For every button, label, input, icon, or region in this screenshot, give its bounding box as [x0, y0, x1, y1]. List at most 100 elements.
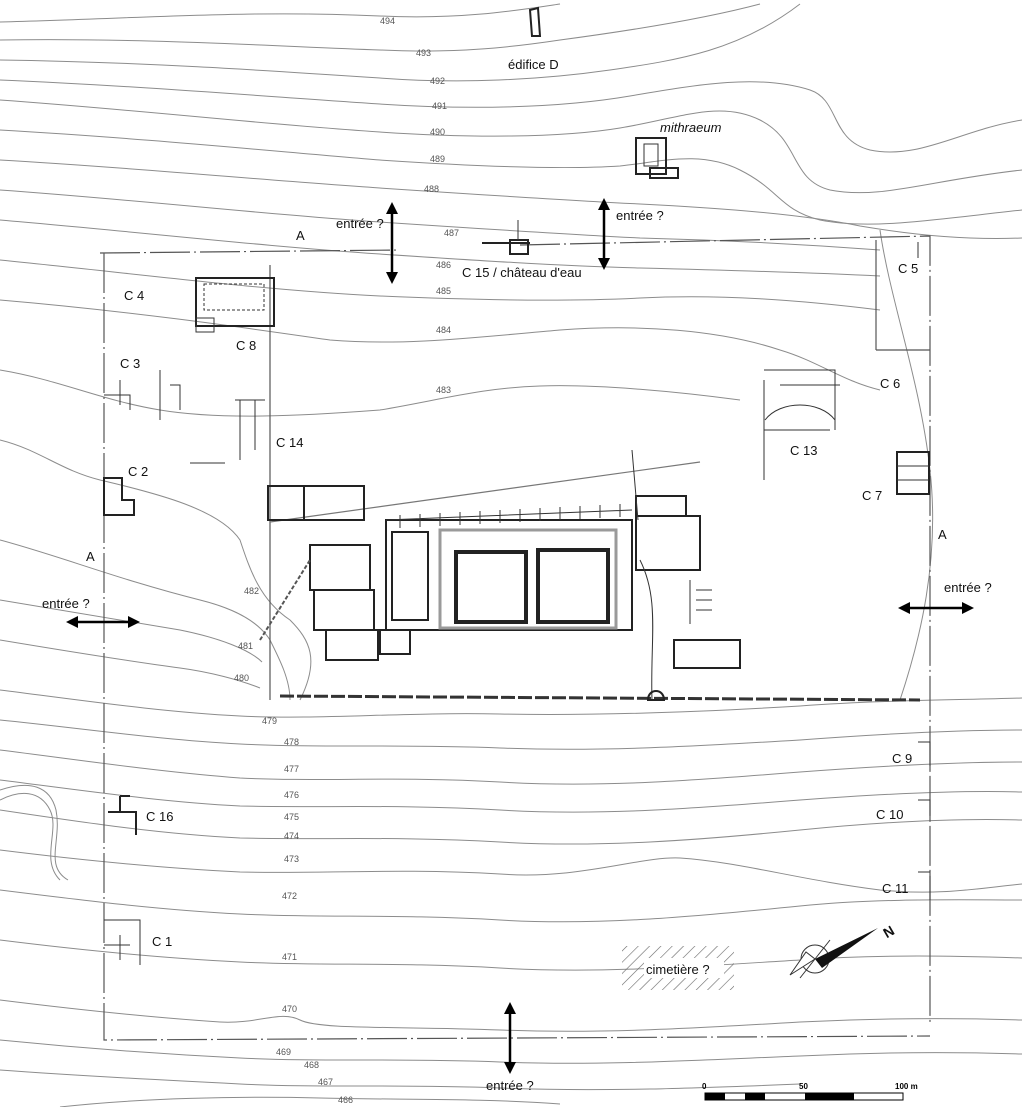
- elevation-label: 470: [282, 1004, 297, 1014]
- contour-line: [0, 809, 1022, 845]
- elevation-label: 478: [284, 737, 299, 747]
- elevation-label: 494: [380, 16, 395, 26]
- entrance-arrows: [66, 198, 974, 1074]
- contour-line: [0, 749, 1022, 785]
- contour-line: [0, 889, 1022, 923]
- elevation-label: 486: [436, 260, 451, 270]
- scale-bar-segment: [805, 1093, 854, 1100]
- building-c4: [195, 277, 275, 333]
- scale-bar: 0 50 100 m: [702, 1082, 918, 1101]
- scale-tick-50: 50: [799, 1082, 808, 1091]
- building-inner-room: [643, 143, 659, 167]
- arrowhead: [128, 616, 140, 628]
- contour-line: [0, 779, 1022, 813]
- elevation-label: 472: [282, 891, 297, 901]
- contour-line: [0, 369, 741, 417]
- north-letter: N: [880, 922, 897, 941]
- structure-edifice-d: [528, 6, 542, 37]
- north-arrow-needle: [815, 928, 878, 968]
- elevation-label: 477: [284, 764, 299, 774]
- villa-north-wall: [269, 461, 701, 523]
- enclosure-line: [99, 235, 931, 1041]
- elevation-label: 487: [444, 228, 459, 238]
- contour-line: [0, 439, 312, 701]
- building-inner-room: [203, 283, 265, 311]
- contour-line: [0, 539, 291, 701]
- outlying-structures: [103, 6, 931, 965]
- label-c13: C 13: [790, 443, 817, 458]
- contour-line: [0, 784, 69, 881]
- cemetery-label-bg: [644, 958, 724, 978]
- elevation-label: 469: [276, 1047, 291, 1057]
- elevation-label: 485: [436, 286, 451, 296]
- villa-room-row: [385, 504, 633, 528]
- label-c1: C 1: [152, 934, 172, 949]
- villa-room: [313, 589, 375, 631]
- label-cemetery: cimetière ?: [646, 962, 710, 977]
- contour-lines: [0, 3, 1022, 1107]
- elevation-label: 475: [284, 812, 299, 822]
- structure-mithraeum: [635, 137, 679, 179]
- label-section-a-west: A: [86, 549, 95, 564]
- elevation-label: 467: [318, 1077, 333, 1087]
- label-entrance-south: entrée ?: [486, 1078, 534, 1093]
- villa-room: [379, 629, 411, 655]
- elevation-label: 489: [430, 154, 445, 164]
- label-entrance-north-right: entrée ?: [616, 208, 664, 223]
- contour-line: [0, 849, 1022, 893]
- label-c8: C 8: [236, 338, 256, 353]
- structure-c3: [104, 370, 181, 420]
- elevation-label: 474: [284, 831, 299, 841]
- map-labels: édifice D mithraeum C 15 / château d'eau…: [42, 57, 992, 1093]
- structure-c16: [108, 795, 137, 835]
- villa-apse: [646, 690, 666, 701]
- label-mithraeum: mithraeum: [660, 120, 722, 135]
- villa-court: [454, 550, 528, 624]
- arrowhead: [504, 1062, 516, 1074]
- structure-c13: [764, 404, 836, 431]
- elevation-label: 483: [436, 385, 451, 395]
- building-outline: [195, 317, 215, 333]
- contour-line: [0, 299, 881, 391]
- elevation-label: 482: [244, 586, 259, 596]
- label-entrance-west: entrée ?: [42, 596, 90, 611]
- label-entrance-east: entrée ?: [944, 580, 992, 595]
- elevation-label: 476: [284, 790, 299, 800]
- label-entrance-north-left: entrée ?: [336, 216, 384, 231]
- label-section-a-north: A: [296, 228, 305, 243]
- building-outline: [509, 239, 529, 255]
- structure-c9: [918, 741, 931, 770]
- contour-line: [0, 639, 261, 689]
- elevation-label: 466: [338, 1095, 353, 1105]
- villa-room: [689, 580, 712, 624]
- arrowhead: [66, 616, 78, 628]
- villa-room: [438, 528, 618, 630]
- contour-line: [0, 1039, 1022, 1064]
- contour-line: [0, 939, 1022, 971]
- scale-bar-segment: [745, 1093, 765, 1100]
- elevation-label: 481: [238, 641, 253, 651]
- structure-c10: [918, 799, 931, 820]
- villa-room: [267, 485, 305, 521]
- label-c16: C 16: [146, 809, 173, 824]
- label-c4: C 4: [124, 288, 144, 303]
- contour-line: [0, 3, 801, 82]
- contour-line: [0, 159, 1022, 239]
- contour-line: [0, 792, 61, 881]
- label-c2: C 2: [128, 464, 148, 479]
- villa-room: [635, 495, 687, 517]
- contour-line: [0, 599, 263, 663]
- structure-c7: [896, 451, 930, 495]
- contour-line: [879, 229, 934, 701]
- building-outline: [896, 451, 930, 495]
- contour-line: [0, 1069, 801, 1091]
- contour-line: [0, 719, 1022, 750]
- arrowhead: [386, 202, 398, 214]
- label-c10: C 10: [876, 807, 903, 822]
- scale-bar-segment: [705, 1093, 725, 1100]
- contour-line: [0, 79, 1022, 153]
- elevation-label: 479: [262, 716, 277, 726]
- arrowhead: [504, 1002, 516, 1014]
- label-c7: C 7: [862, 488, 882, 503]
